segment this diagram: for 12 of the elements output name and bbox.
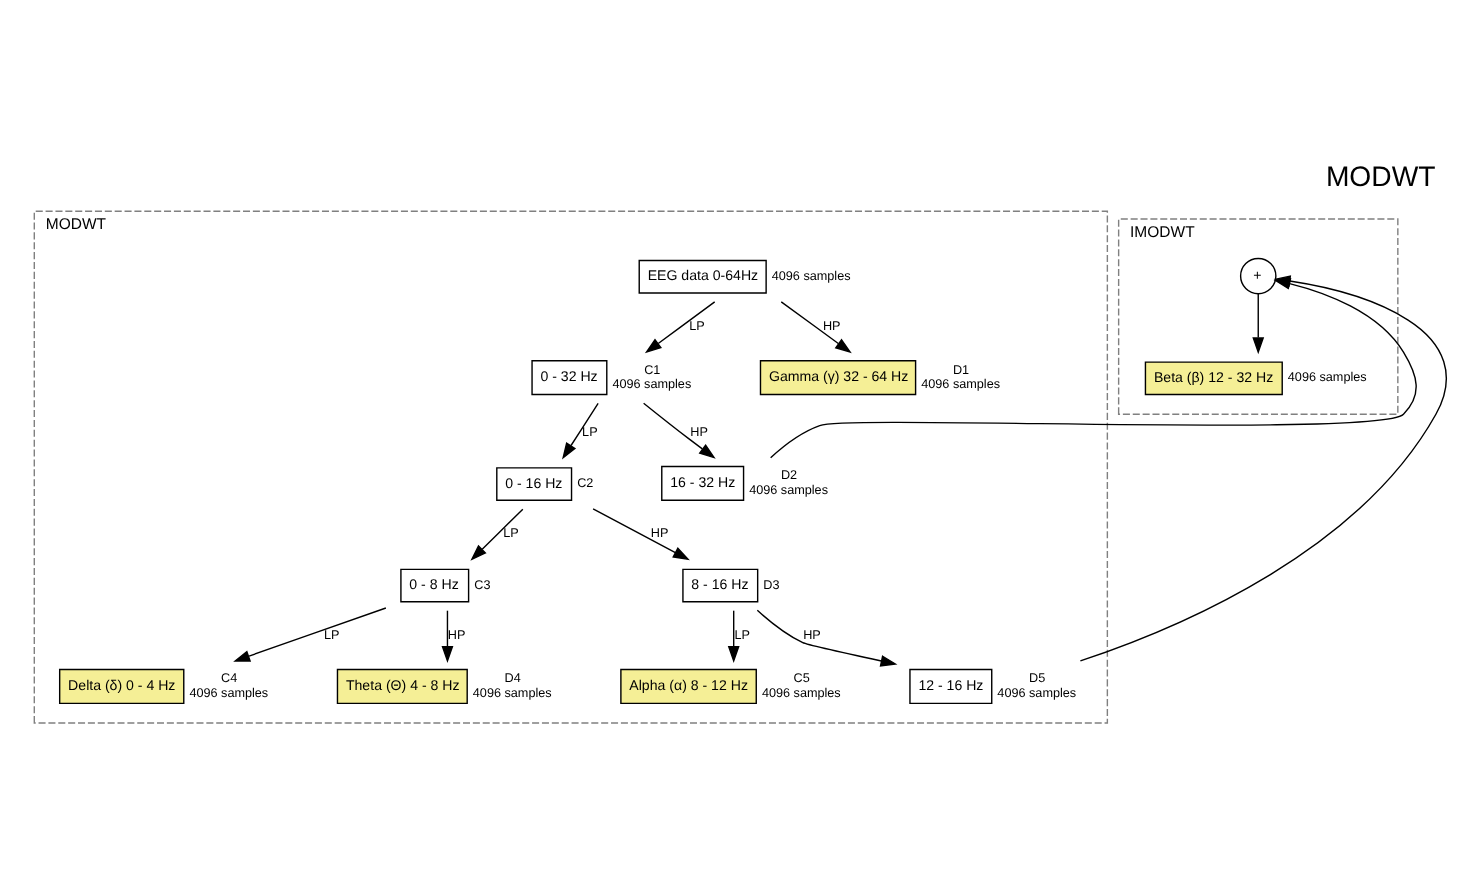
arrow xyxy=(441,610,454,664)
arrow xyxy=(470,508,524,561)
diagram-title: MODWT xyxy=(1325,159,1436,192)
arrow xyxy=(644,301,716,354)
arrow xyxy=(756,609,898,667)
arrow xyxy=(780,301,852,354)
arrow xyxy=(642,402,716,459)
arrow xyxy=(1252,293,1265,355)
arrow xyxy=(562,402,599,460)
arrow xyxy=(592,508,690,561)
arrow xyxy=(233,607,387,662)
arrow xyxy=(727,610,740,664)
